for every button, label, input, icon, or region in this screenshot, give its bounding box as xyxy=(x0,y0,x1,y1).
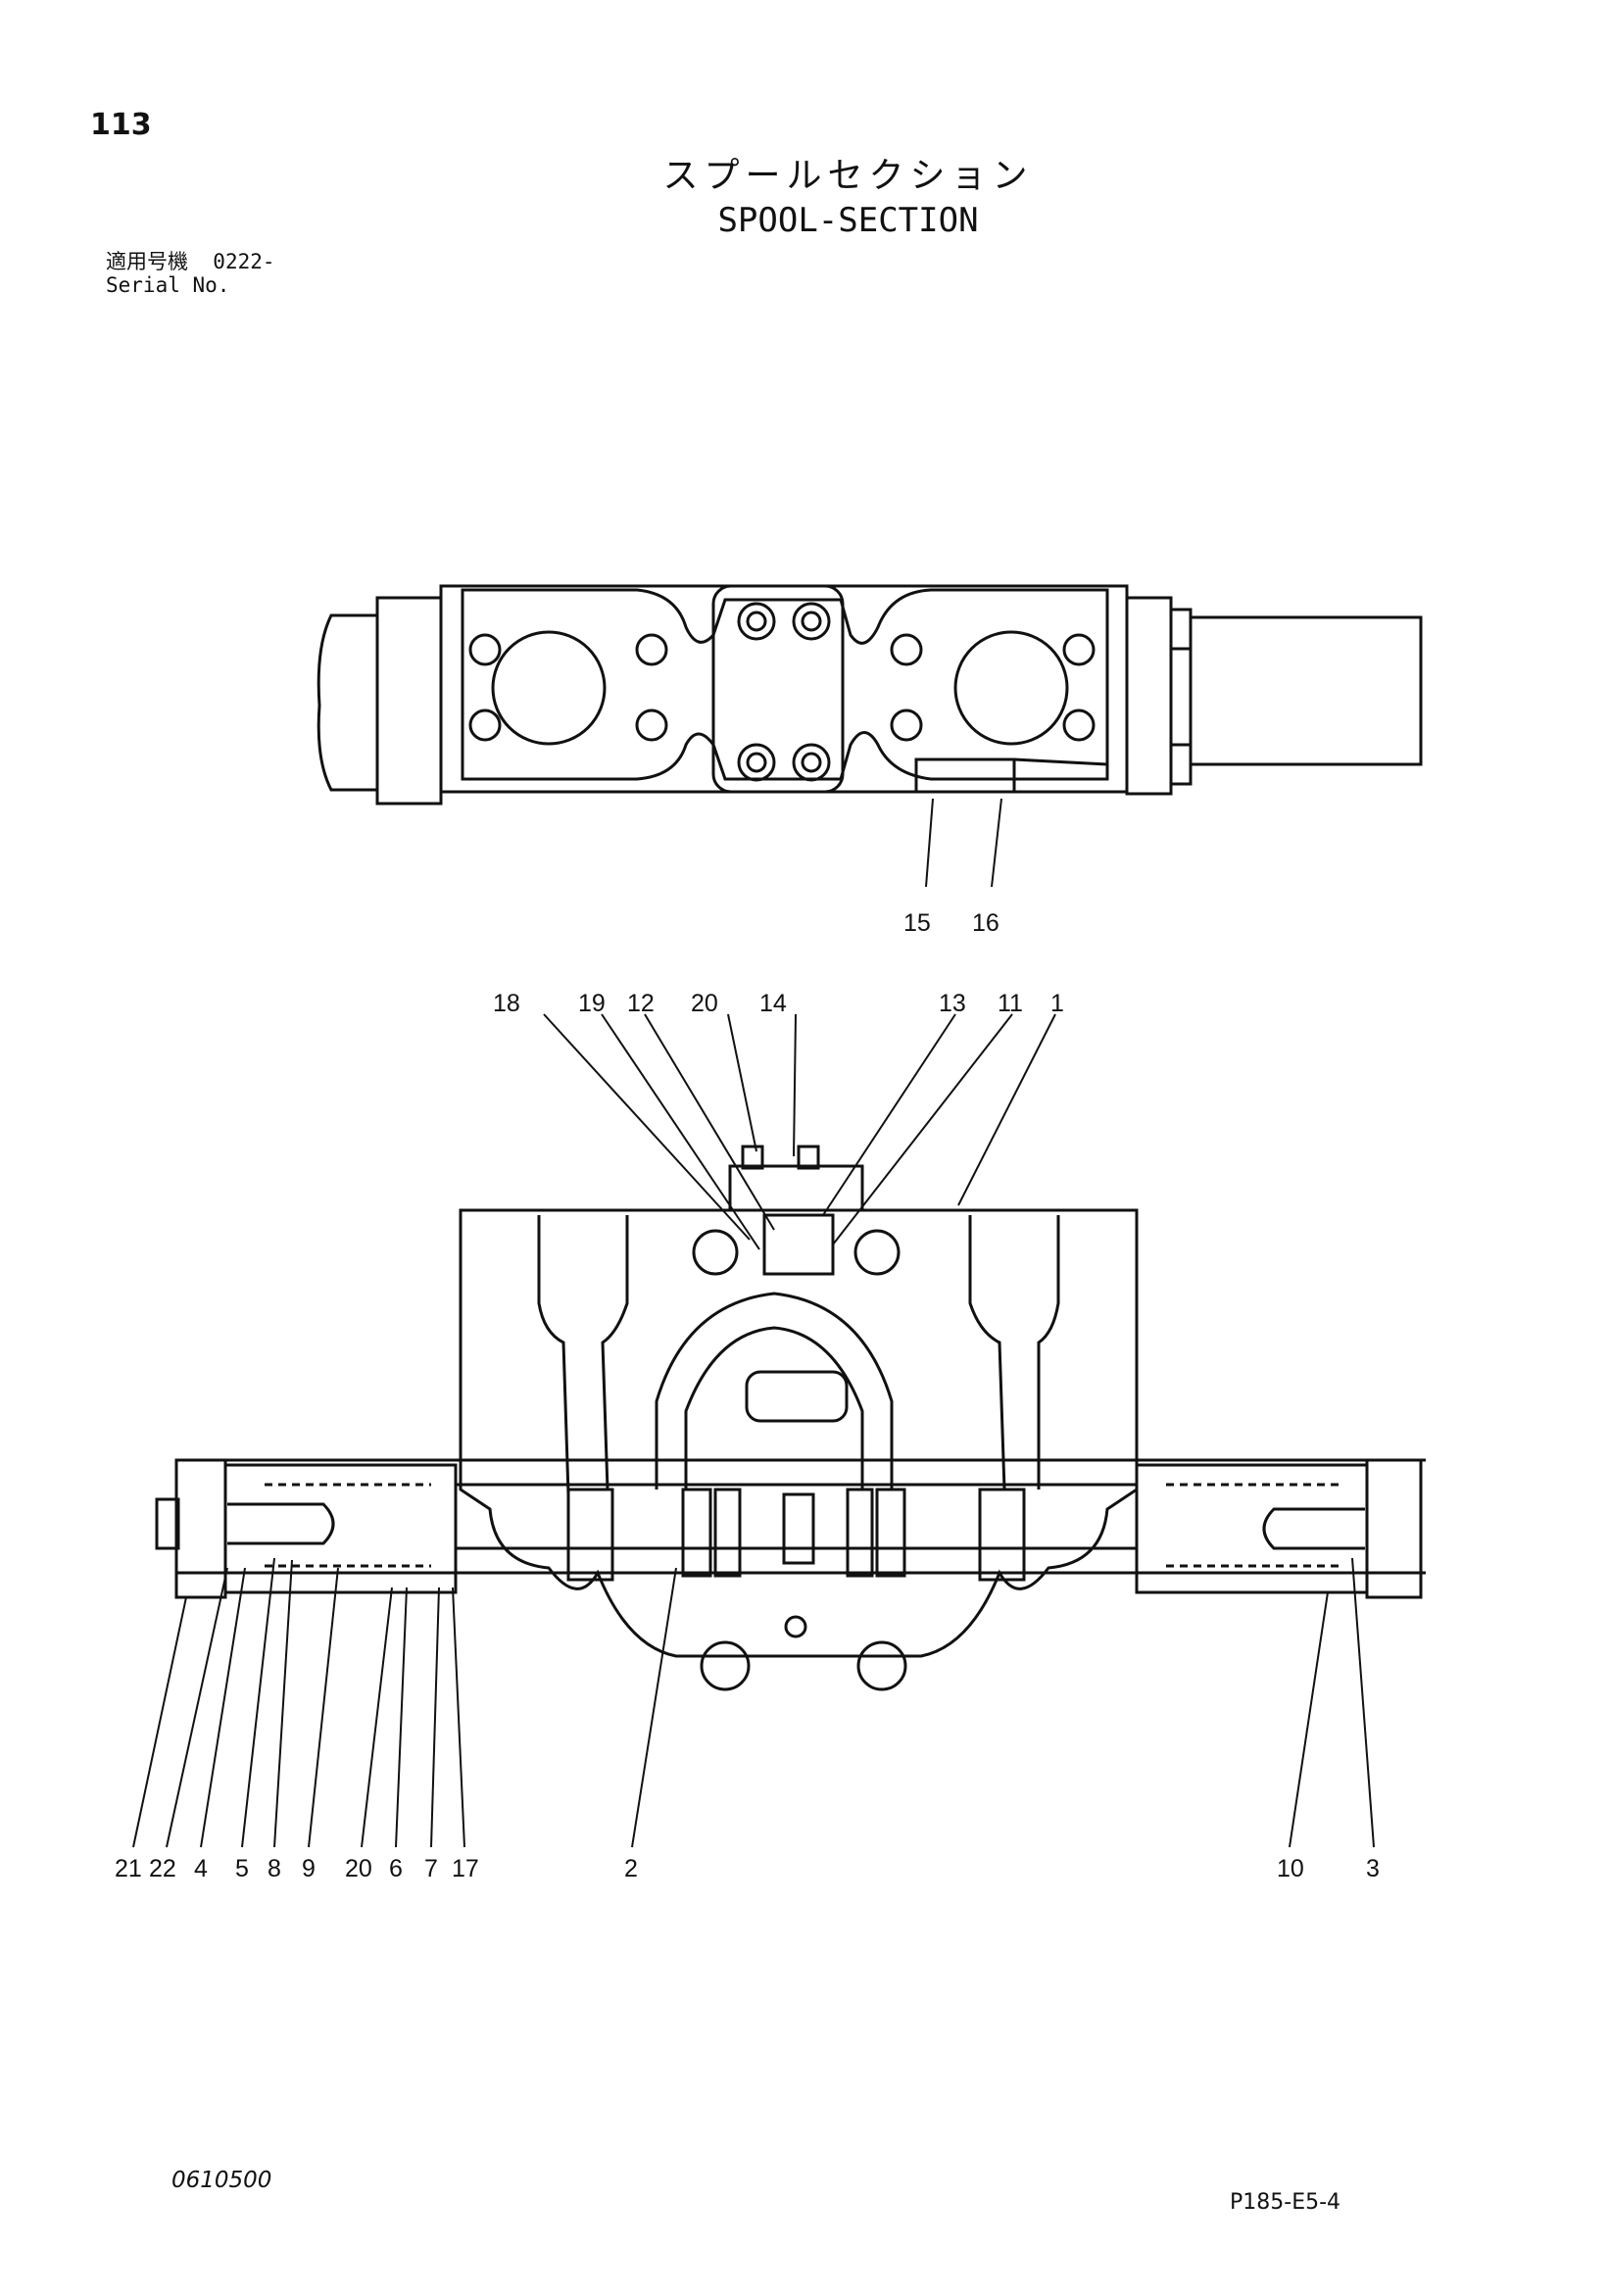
page-reference: P185-E5-4 xyxy=(1230,2190,1341,2215)
serial-info: 適用号機 0222- Serial No. xyxy=(106,250,275,297)
callout-10: 10 xyxy=(1277,1855,1304,1882)
callout-12: 12 xyxy=(627,990,655,1017)
callout-21: 21 xyxy=(115,1855,142,1882)
section-view xyxy=(155,1145,1426,1691)
callout-17: 17 xyxy=(452,1855,479,1882)
callout-3: 3 xyxy=(1366,1855,1380,1882)
leader-lines xyxy=(132,798,1375,1848)
callout-18: 18 xyxy=(493,990,520,1017)
serial-label-en: Serial No. xyxy=(106,273,230,297)
callout-15: 15 xyxy=(903,909,931,937)
callout-6: 6 xyxy=(389,1855,403,1882)
callout-13: 13 xyxy=(939,990,966,1017)
serial-row-jp: 適用号機 0222- xyxy=(106,250,275,273)
callout-22: 22 xyxy=(149,1855,176,1882)
callout-8: 8 xyxy=(268,1855,281,1882)
serial-label-jp: 適用号機 xyxy=(106,250,188,273)
callout-11: 11 xyxy=(998,990,1023,1017)
callout-2: 2 xyxy=(624,1855,638,1882)
serial-value: 0222- xyxy=(213,250,275,273)
callout-9: 9 xyxy=(302,1855,316,1882)
callout-1: 1 xyxy=(1050,990,1064,1017)
callout-7: 7 xyxy=(424,1855,438,1882)
callout-labels: 15 16 18 19 12 20 14 13 11 1 21 22 4 5 8… xyxy=(115,909,1380,1882)
page-number: 113 xyxy=(90,108,152,142)
page-title-japanese: スプールセクション xyxy=(662,156,1034,196)
document-code: 0610500 xyxy=(171,2168,272,2193)
top-view xyxy=(317,584,1423,806)
callout-14: 14 xyxy=(759,990,787,1017)
callout-5: 5 xyxy=(235,1855,249,1882)
callout-20-lower: 20 xyxy=(345,1855,372,1882)
callout-4: 4 xyxy=(194,1855,208,1882)
callout-20-upper: 20 xyxy=(691,990,718,1017)
callout-16: 16 xyxy=(972,909,999,937)
page-title-english: SPOOL-SECTION xyxy=(717,201,979,240)
callout-19: 19 xyxy=(578,990,606,1017)
